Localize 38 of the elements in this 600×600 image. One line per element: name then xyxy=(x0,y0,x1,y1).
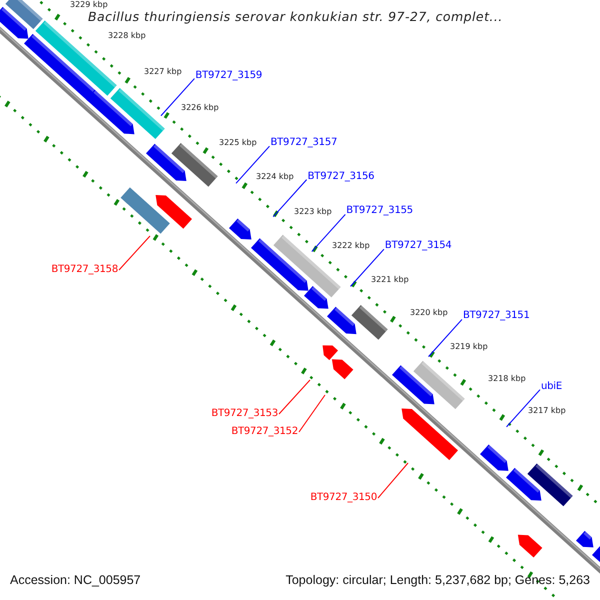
gene-label: BT9727_3152 xyxy=(231,427,298,437)
title: Bacillus thuringiensis serovar konkukian str. 97-27, complet... xyxy=(88,11,503,24)
leader-line xyxy=(298,394,326,432)
gene-label: BT9727_3154 xyxy=(384,241,452,252)
tick-label: 3223 kbp xyxy=(294,208,332,216)
tick-label: 3228 kbp xyxy=(108,32,146,40)
tick-label: 3219 kbp xyxy=(450,343,488,351)
gene-label: BT9727_3157 xyxy=(270,138,338,148)
accession-text: Accession: NC_005957 xyxy=(10,574,141,586)
leader-line xyxy=(428,318,462,358)
leader-line xyxy=(160,78,195,116)
tick-label: 3227 kbp xyxy=(144,68,182,76)
tick-label: 3222 kbp xyxy=(332,242,370,250)
leader-line xyxy=(118,236,150,270)
gene-label: ubiE xyxy=(540,382,562,392)
gene-label: BT9727_3153 xyxy=(211,409,278,419)
leader-line xyxy=(311,214,346,252)
leader-line xyxy=(378,462,408,498)
tick-label: 3224 kbp xyxy=(256,173,294,181)
leader-line xyxy=(236,146,270,184)
tick-label: 3218 kbp xyxy=(488,375,526,383)
gene-label: BT9727_3156 xyxy=(308,172,374,182)
tick-label: 3221 kbp xyxy=(371,276,409,284)
tick-label: 3217 kbp xyxy=(528,407,566,415)
leader-line xyxy=(506,389,540,428)
tick-label: 3220 kbp xyxy=(410,309,448,317)
leader-line xyxy=(272,179,308,218)
leader-line xyxy=(278,380,310,414)
tick-label: 3225 kbp xyxy=(219,139,257,147)
gene-label: BT9727_3150 xyxy=(310,493,377,503)
gene-label: BT9727_3151 xyxy=(462,311,530,322)
tick-label: 3229 kbp xyxy=(70,1,108,9)
tick-label: 3226 kbp xyxy=(181,104,219,112)
gene-label: BT9727_3155 xyxy=(346,206,413,216)
leader-line xyxy=(350,248,384,287)
genome-info-text: Topology: circular; Length: 5,237,682 bp; Genes: 5,263 xyxy=(286,574,590,586)
gene-label: BT9727_3158 xyxy=(51,265,118,275)
gene-label: BT9727_3159 xyxy=(195,70,262,81)
